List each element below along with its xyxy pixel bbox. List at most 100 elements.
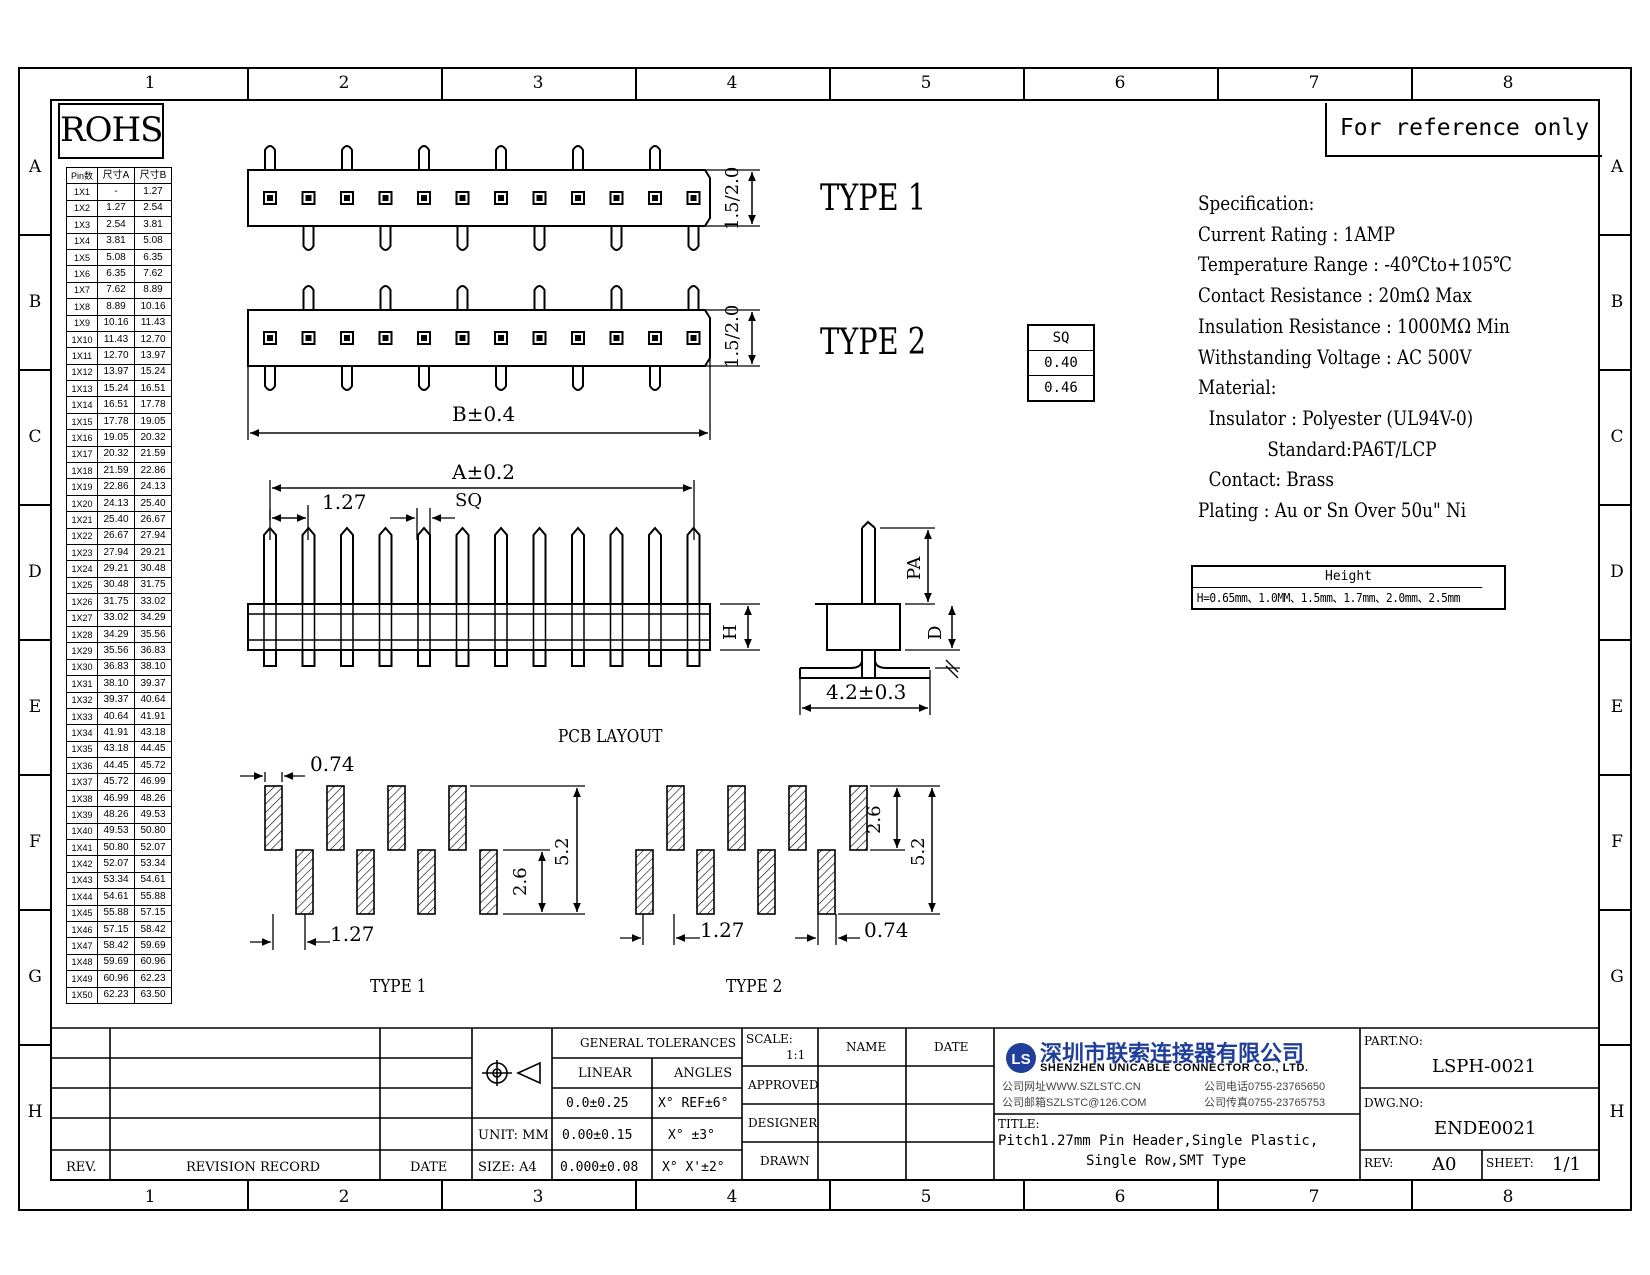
spec-line: Withstanding Voltage : AC 500V bbox=[1198, 344, 1472, 369]
pin-core bbox=[536, 335, 543, 341]
pcb-pad bbox=[849, 785, 868, 851]
pin-tail bbox=[302, 226, 315, 251]
pin bbox=[648, 526, 662, 604]
drawing-inner-frame bbox=[50, 99, 1600, 1181]
pcb-pad bbox=[757, 849, 776, 915]
company-fax: 公司传真0755-23765753 bbox=[1204, 1097, 1326, 1109]
pin-core bbox=[652, 335, 658, 341]
zone-label: C bbox=[1610, 427, 1624, 447]
pin-tail bbox=[418, 366, 430, 391]
designer-label: DESIGNER bbox=[748, 1116, 818, 1130]
zone-label: 8 bbox=[1502, 73, 1514, 93]
company-name-en: SHENZHEN UNICABLE CONNECTOR CO., LTD. bbox=[1040, 1062, 1309, 1074]
table-cell: 35.56 bbox=[134, 625, 172, 644]
pin-tail bbox=[610, 226, 623, 251]
zone-label: H bbox=[1609, 1102, 1625, 1122]
zone-label: F bbox=[1611, 832, 1623, 852]
zone-label: C bbox=[28, 427, 42, 447]
company-phone: 公司电话0755-23765650 bbox=[1204, 1081, 1326, 1093]
dim-a: A±0.2 bbox=[452, 460, 516, 484]
angles-header: ANGLES bbox=[674, 1066, 733, 1081]
zone-label: 5 bbox=[920, 73, 932, 93]
zone-label: 3 bbox=[532, 73, 544, 93]
pcb-pad bbox=[817, 849, 836, 915]
zone-label: 2 bbox=[338, 1187, 350, 1207]
pin-tail bbox=[687, 226, 700, 251]
part-no-label: PART.NO: bbox=[1364, 1034, 1423, 1048]
layout-type1-label: TYPE 1 bbox=[370, 976, 427, 997]
sq-table: SQ 0.40 0.46 bbox=[1027, 324, 1095, 402]
sq-header: SQ bbox=[1029, 326, 1093, 351]
pcb-pad bbox=[387, 785, 406, 851]
pin-table-header: 尺寸B bbox=[134, 166, 172, 185]
pin-core bbox=[421, 335, 427, 341]
pin-square bbox=[686, 331, 701, 345]
pin-square bbox=[648, 191, 662, 205]
pin bbox=[532, 526, 547, 604]
pin-tail bbox=[649, 366, 661, 391]
pin-tail bbox=[572, 145, 584, 170]
pin-square bbox=[263, 191, 277, 205]
zone-label: 4 bbox=[726, 1187, 738, 1207]
pcb-dimension-lines bbox=[240, 772, 940, 950]
pin-core bbox=[305, 335, 312, 341]
dim-pad-width-type2: 0.74 bbox=[864, 918, 909, 942]
linear-header: LINEAR bbox=[578, 1066, 632, 1081]
housing-front bbox=[247, 603, 711, 651]
general-tolerances: GENERAL TOLERANCES bbox=[580, 1036, 737, 1050]
pin-tail bbox=[533, 226, 546, 251]
pin-tail bbox=[610, 285, 623, 310]
pin-foot bbox=[378, 649, 393, 667]
spec-line: Current Rating : 1AMP bbox=[1198, 221, 1396, 246]
zone-label: B bbox=[28, 292, 42, 312]
company-email: 公司邮箱SZLSTC@126.COM bbox=[1002, 1097, 1147, 1109]
sq-value: 0.40 bbox=[1029, 351, 1093, 376]
dim-pitch-type1-layout: 1.27 bbox=[330, 922, 375, 946]
date-header: DATE bbox=[410, 1160, 448, 1175]
pin-core bbox=[459, 335, 466, 341]
reference-note: For reference only bbox=[1325, 103, 1602, 157]
type2-label: TYPE 2 bbox=[820, 322, 927, 363]
pin-square bbox=[455, 191, 470, 205]
spec-line: Temperature Range : -40℃to+105℃ bbox=[1198, 252, 1512, 277]
table-cell: 53.34 bbox=[134, 855, 172, 873]
company-website: 公司网址WWW.SZLSTC.CN bbox=[1002, 1081, 1141, 1093]
pin bbox=[378, 526, 393, 604]
pin-foot bbox=[263, 649, 277, 667]
revision-record-header: REVISION RECORD bbox=[186, 1160, 321, 1175]
table-cell: 10.16 bbox=[134, 298, 172, 316]
zone-label: 1 bbox=[144, 1187, 156, 1207]
pin-tail bbox=[379, 226, 392, 251]
height-value: H=0.65mm、1.0MM、1.5mm、1.7mm、2.0mm、2.5mm bbox=[1193, 587, 1483, 608]
pin-tail bbox=[456, 285, 469, 310]
zone-label: E bbox=[28, 697, 42, 717]
pin-square bbox=[378, 191, 393, 205]
zone-label: 6 bbox=[1114, 73, 1126, 93]
rohs-mark: ROHS bbox=[58, 103, 164, 159]
title-label: TITLE: bbox=[998, 1117, 1040, 1131]
dim-b: B±0.4 bbox=[452, 402, 516, 426]
pin-square bbox=[609, 191, 624, 205]
scale-value: 1:1 bbox=[786, 1048, 806, 1062]
rev-header: REV. bbox=[66, 1160, 97, 1175]
zone-label: 1 bbox=[144, 73, 156, 93]
pin-square bbox=[494, 331, 508, 345]
scale-label: SCALE: bbox=[746, 1032, 793, 1046]
pin-tail bbox=[495, 145, 507, 170]
